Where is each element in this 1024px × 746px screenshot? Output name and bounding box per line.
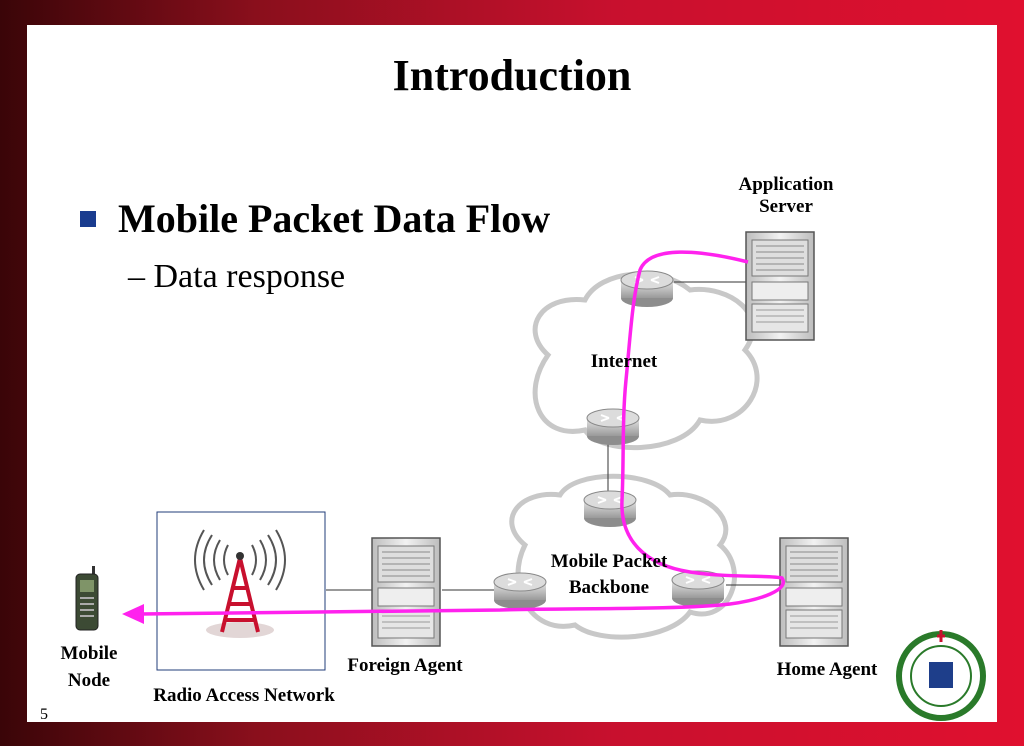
label-mobile-node: Mobile Node xyxy=(60,643,118,691)
home-agent-icon xyxy=(779,537,849,647)
internet-cloud xyxy=(532,271,760,451)
foreign-agent-icon xyxy=(371,537,441,647)
router-backbone-top xyxy=(583,490,637,528)
label-application-server: Application Server xyxy=(738,174,834,217)
label-foreign-agent: Foreign Agent xyxy=(347,655,463,676)
data-flow-path xyxy=(139,250,785,616)
application-server-icon xyxy=(745,231,815,341)
label-home-agent: Home Agent xyxy=(776,659,878,680)
data-flow-arrowhead xyxy=(122,604,144,624)
link-lines xyxy=(326,281,780,591)
label-mobile-packet-backbone: Mobile Packet Backbone xyxy=(550,551,668,598)
slide-title: Introduction xyxy=(392,51,632,100)
radio-access-network-box xyxy=(156,511,326,671)
bullet-text: Mobile Packet Data Flow xyxy=(118,196,551,241)
bullet-item: Mobile Packet Data Flow xyxy=(80,195,550,242)
university-seal-logo xyxy=(896,630,986,721)
sub-bullet-text: – Data response xyxy=(128,258,346,295)
page-number: 5 xyxy=(40,706,48,723)
bullet-square-icon xyxy=(80,210,96,227)
antenna-tower-icon xyxy=(194,529,286,638)
label-internet: Internet xyxy=(590,351,658,372)
mobile-phone-icon xyxy=(75,566,99,631)
router-internet-top xyxy=(620,270,674,308)
label-radio-access-network: Radio Access Network xyxy=(153,685,335,706)
router-internet-bottom xyxy=(586,408,640,446)
